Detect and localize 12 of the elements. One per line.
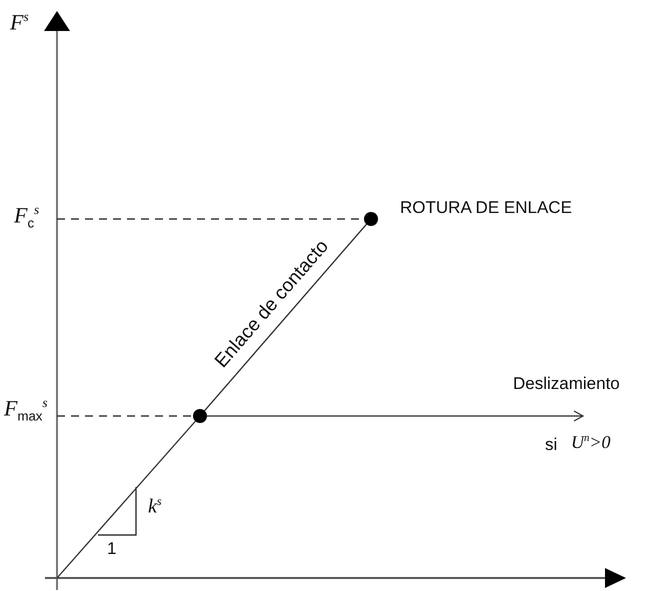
slope-label: k$^{s}$ bbox=[148, 495, 162, 517]
curve-label: Deslizamiento bbox=[513, 375, 620, 392]
line bbox=[204, 224, 367, 412]
axis-label: F$^{s}$ bbox=[10, 10, 29, 34]
point-marker bbox=[364, 212, 378, 226]
point-marker bbox=[193, 409, 207, 423]
point-label: ROTURA DE ENLACE bbox=[400, 199, 572, 216]
condition-formula: U$^{n}$>0 bbox=[571, 433, 611, 451]
slope-label: 1 bbox=[107, 540, 116, 557]
arrow bbox=[207, 410, 584, 422]
condition-label: si bbox=[545, 436, 558, 453]
line bbox=[56, 420, 196, 578]
